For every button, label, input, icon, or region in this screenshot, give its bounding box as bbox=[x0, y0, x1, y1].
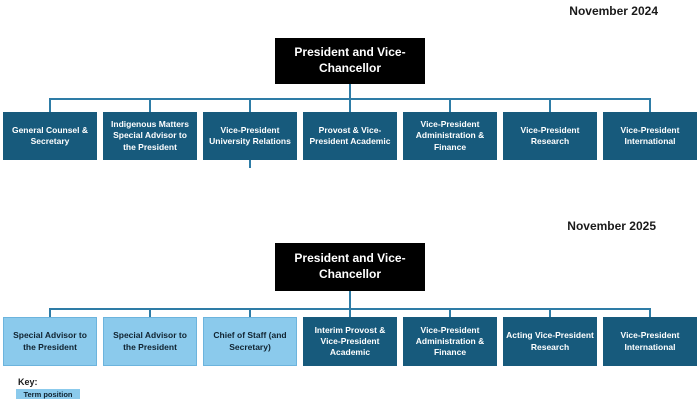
box-label: Vice-President Research bbox=[520, 124, 580, 146]
org-cell: Special Advisor to the President bbox=[3, 308, 97, 366]
org-cell: Special Advisor to the President bbox=[103, 308, 197, 366]
box-vp-university-relations: Vice-President University Relations bbox=[203, 112, 297, 160]
legend-title: Key: bbox=[18, 377, 38, 387]
box-indigenous-matters-advisor: Indigenous Matters Special Advisor to th… bbox=[103, 112, 197, 160]
org-cell: Acting Vice-President Research bbox=[503, 308, 597, 366]
box-interim-provost-vp-academic: Interim Provost & Vice-President Academi… bbox=[303, 317, 397, 366]
legend: Key: Term position bbox=[16, 377, 80, 399]
root-box-label: President and Vice-Chancellor bbox=[294, 251, 406, 281]
org-cell: Vice-President Administration & Finance bbox=[403, 308, 497, 366]
box-label: Special Advisor to the President bbox=[113, 330, 187, 352]
box-label: Special Advisor to the President bbox=[13, 330, 87, 352]
box-label: Vice-President Administration & Finance bbox=[415, 324, 485, 358]
legend-term-position-label: Term position bbox=[23, 389, 73, 399]
box-label: Vice-President International bbox=[620, 330, 680, 352]
org-row-2025: Special Advisor to the President Special… bbox=[0, 308, 700, 366]
box-label: Vice-President University Relations bbox=[209, 124, 291, 146]
box-special-advisor-president-2: Special Advisor to the President bbox=[103, 317, 197, 366]
box-vp-admin-finance-2024: Vice-President Administration & Finance bbox=[403, 112, 497, 160]
org-cell: Vice-President International bbox=[603, 98, 697, 160]
box-label: Vice-President Administration & Finance bbox=[415, 119, 485, 152]
box-label: Provost & Vice-President Academic bbox=[309, 124, 391, 146]
root-box-president-2024: President and Vice-Chancellor bbox=[275, 38, 425, 84]
org-cell: Vice-President International bbox=[603, 308, 697, 366]
box-vp-international-2025: Vice-President International bbox=[603, 317, 697, 366]
box-label: Chief of Staff (and Secretary) bbox=[213, 330, 287, 352]
box-general-counsel-secretary: General Counsel & Secretary bbox=[3, 112, 97, 160]
box-label: Indigenous Matters Special Advisor to th… bbox=[111, 119, 189, 152]
nov-2025-label: November 2025 bbox=[567, 219, 656, 233]
box-vp-research: Vice-President Research bbox=[503, 112, 597, 160]
box-chief-of-staff-secretary: Chief of Staff (and Secretary) bbox=[203, 317, 297, 366]
box-acting-vp-research: Acting Vice-President Research bbox=[503, 317, 597, 366]
box-label: Acting Vice-President Research bbox=[506, 330, 594, 352]
org-cell: General Counsel & Secretary bbox=[3, 98, 97, 160]
box-provost-vp-academic: Provost & Vice-President Academic bbox=[303, 112, 397, 160]
connector-root-drop-2025 bbox=[349, 291, 351, 308]
org-cell: Vice-President Research bbox=[503, 98, 597, 160]
nov-2024-label: November 2024 bbox=[569, 4, 658, 18]
org-cell: Vice-President University Relations bbox=[203, 98, 297, 168]
root-box-president-2025: President and Vice-Chancellor bbox=[275, 243, 425, 291]
box-label: General Counsel & Secretary bbox=[11, 124, 89, 146]
box-vp-international-2024: Vice-President International bbox=[603, 112, 697, 160]
box-special-advisor-president-1: Special Advisor to the President bbox=[3, 317, 97, 366]
box-vp-admin-finance-2025: Vice-President Administration & Finance bbox=[403, 317, 497, 366]
org-cell: Chief of Staff (and Secretary) bbox=[203, 308, 297, 366]
org-cell: Vice-President Administration & Finance bbox=[403, 98, 497, 160]
box-label: Vice-President International bbox=[620, 124, 680, 146]
org-cell: Indigenous Matters Special Advisor to th… bbox=[103, 98, 197, 160]
legend-term-position-swatch: Term position bbox=[16, 389, 80, 399]
connector-root-drop-2024 bbox=[349, 84, 351, 98]
org-cell: Provost & Vice-President Academic bbox=[303, 98, 397, 160]
org-row-2024: General Counsel & Secretary Indigenous M… bbox=[0, 98, 700, 168]
org-cell: Interim Provost & Vice-President Academi… bbox=[303, 308, 397, 366]
root-box-label: President and Vice-Chancellor bbox=[294, 45, 406, 75]
box-label: Interim Provost & Vice-President Academi… bbox=[314, 324, 386, 358]
